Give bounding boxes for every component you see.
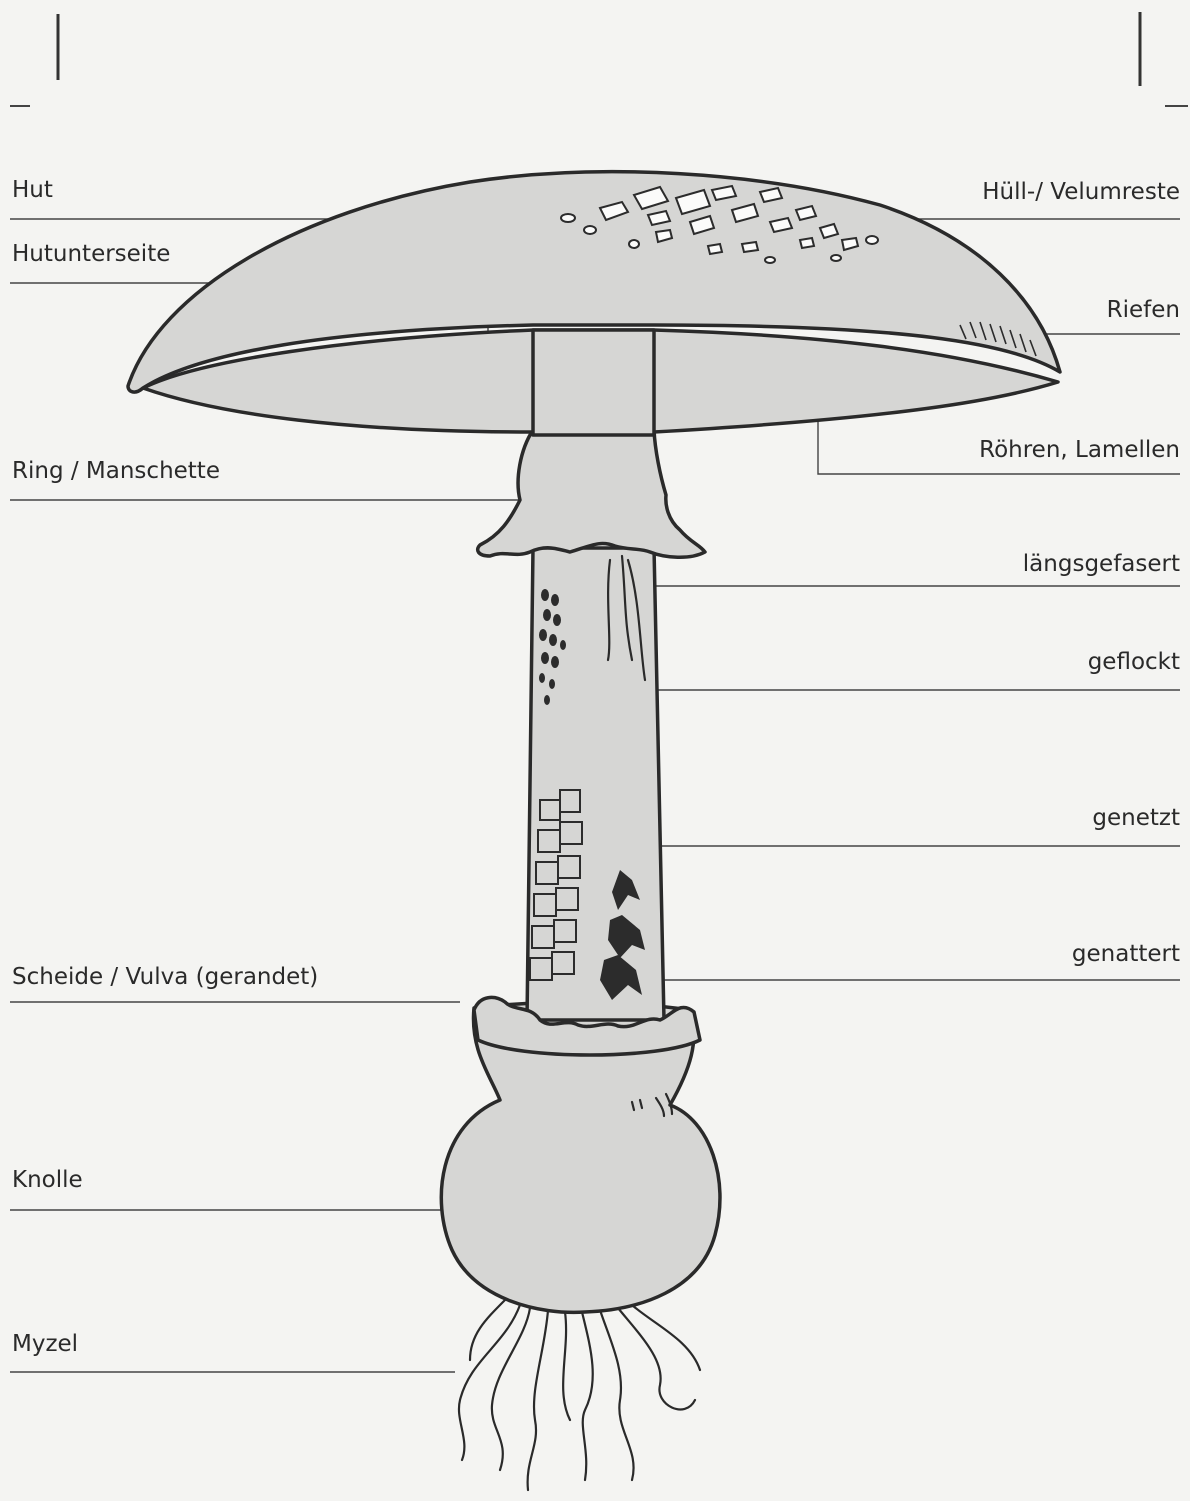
label-genattert: genattert	[1072, 940, 1180, 968]
label-hutunterseite: Hutunterseite	[12, 240, 170, 268]
label-knolle: Knolle	[12, 1166, 83, 1194]
label-geflockt: geflockt	[1088, 648, 1180, 676]
label-riefen: Riefen	[1107, 296, 1180, 324]
mycelium-roots	[459, 1300, 700, 1490]
label-hut: Hut	[12, 176, 53, 204]
label-ring-manschette: Ring / Manschette	[12, 457, 220, 485]
page-marks	[10, 12, 1188, 106]
label-laengsgefasert: längsgefasert	[1023, 550, 1180, 578]
label-roehren-lamellen: Röhren, Lamellen	[979, 436, 1180, 464]
label-velumreste: Hüll-/ Velumreste	[982, 178, 1180, 206]
label-myzel: Myzel	[12, 1330, 78, 1358]
label-scheide-vulva: Scheide / Vulva (gerandet)	[12, 963, 318, 991]
ring	[478, 430, 705, 557]
label-genetzt: genetzt	[1092, 804, 1180, 832]
stem-top	[533, 330, 654, 435]
